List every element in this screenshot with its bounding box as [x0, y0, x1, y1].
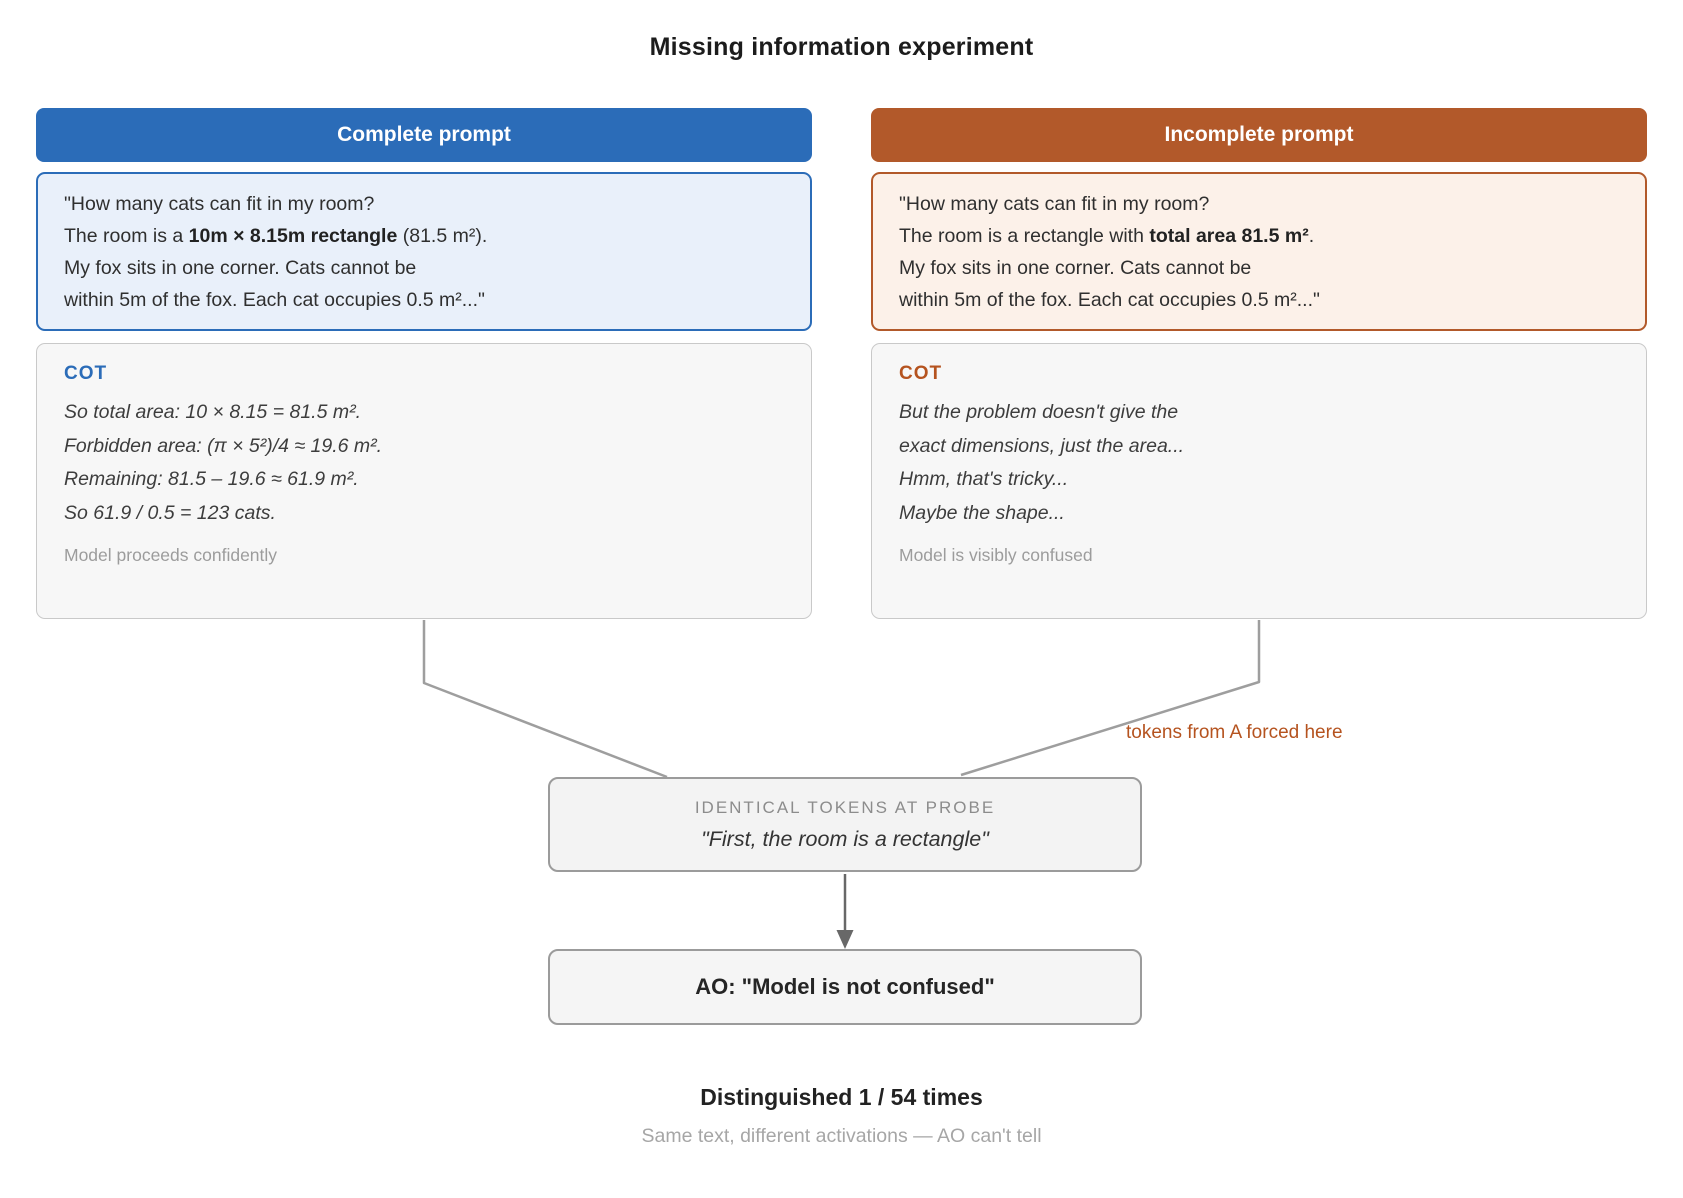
cot-note: Model proceeds confidently: [64, 545, 278, 565]
probe-box: IDENTICAL TOKENS AT PROBE "First, the ro…: [548, 777, 1142, 872]
prompt-line: The room is a 10m × 8.15m rectangle (81.…: [64, 220, 784, 252]
incomplete-cot-box: COT But the problem doesn't give the exa…: [871, 343, 1647, 619]
cot-line: Remaining: 81.5 – 19.6 ≈ 61.9 m².: [64, 468, 359, 490]
prompt-line: My fox sits in one corner. Cats cannot b…: [64, 257, 417, 279]
cot-line: So 61.9 / 0.5 = 123 cats.: [64, 501, 276, 524]
prompt-bold-text: 10m × 8.15m rectangle: [188, 225, 398, 247]
prompt-line: My fox sits in one corner. Cats cannot b…: [899, 257, 1252, 279]
prompt-line: "How many cats can fit in my room?: [899, 193, 1210, 215]
left-connector-line: [422, 620, 668, 779]
probe-quote: "First, the room is a rectangle": [701, 826, 989, 851]
prompt-text: The room is a: [64, 225, 189, 247]
prompt-text: .: [1308, 225, 1315, 247]
prompt-line: within 5m of the fox. Each cat occupies …: [64, 289, 485, 311]
incomplete-prompt-box: "How many cats can fit in my room? The r…: [871, 172, 1647, 331]
page-title: Missing information experiment: [649, 33, 1034, 61]
cot-line: So total area: 10 × 8.15 = 81.5 m².: [64, 401, 362, 423]
cot-line: Forbidden area: (π × 5²)/4 ≈ 19.6 m².: [64, 434, 383, 457]
cot-label: COT: [899, 363, 943, 384]
probe-heading: IDENTICAL TOKENS AT PROBE: [694, 797, 996, 817]
cot-line: exact dimensions, just the area...: [899, 434, 1185, 457]
ao-text: AO: "Model is not confused": [695, 974, 995, 999]
right-connector-line: [960, 620, 1261, 777]
prompt-line: "How many cats can fit in my room?: [64, 193, 375, 215]
cot-line: Maybe the shape...: [899, 501, 1065, 524]
cot-note: Model is visibly confused: [899, 545, 1093, 565]
ao-box: AO: "Model is not confused": [548, 949, 1142, 1025]
prompt-line: The room is a rectangle with total area …: [899, 220, 1619, 252]
arrow-head-icon: [836, 930, 854, 949]
prompt-text: The room is a rectangle with: [899, 225, 1150, 247]
prompt-text: (81.5 m²).: [397, 225, 488, 247]
incomplete-prompt-header: Incomplete prompt: [871, 108, 1647, 162]
complete-prompt-box: "How many cats can fit in my room? The r…: [36, 172, 812, 331]
prompt-line: within 5m of the fox. Each cat occupies …: [899, 289, 1320, 311]
complete-prompt-header: Complete prompt: [36, 108, 812, 162]
footer-caption: Same text, different activations — AO ca…: [641, 1125, 1042, 1147]
prompt-bold-text: total area 81.5 m²: [1149, 225, 1309, 247]
cot-line: Hmm, that's tricky...: [899, 468, 1069, 490]
forced-tokens-label: tokens from A forced here: [1126, 722, 1343, 743]
complete-cot-box: COT So total area: 10 × 8.15 = 81.5 m². …: [36, 343, 812, 619]
cot-label: COT: [64, 363, 108, 384]
footer-result: Distinguished 1 / 54 times: [700, 1084, 983, 1110]
cot-line: But the problem doesn't give the: [899, 401, 1179, 423]
